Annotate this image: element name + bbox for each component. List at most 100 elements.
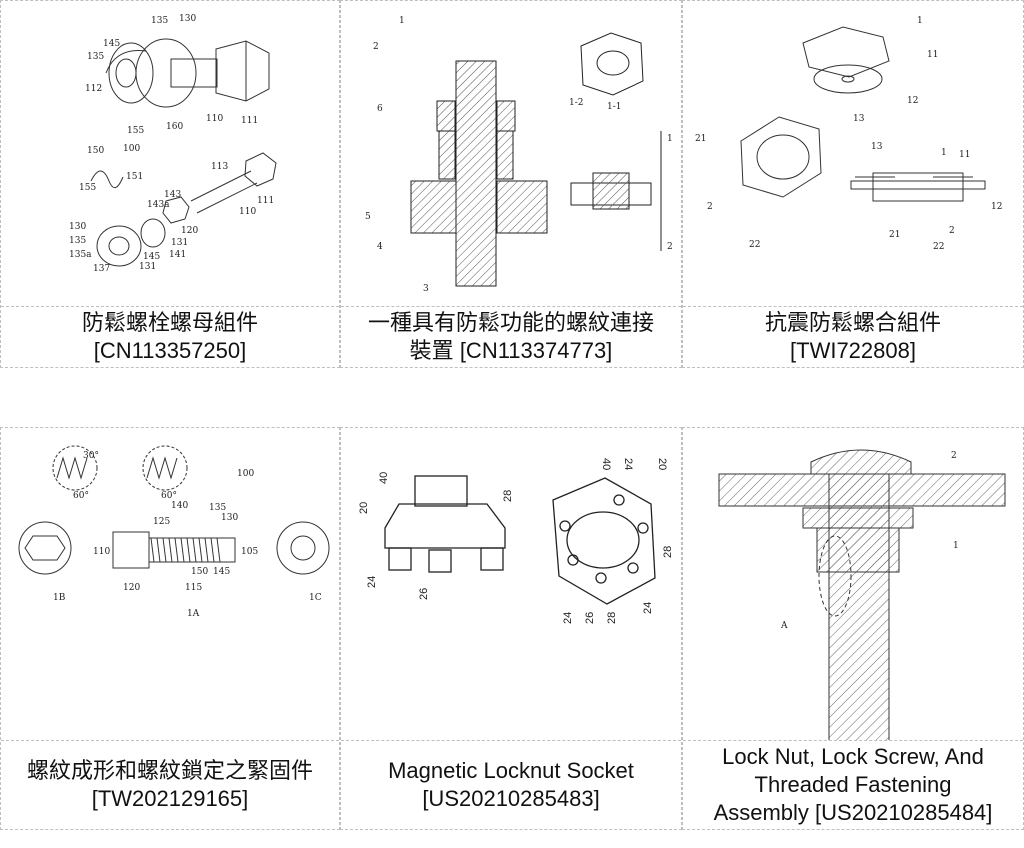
svg-text:1: 1 xyxy=(953,541,959,551)
patent-number: [US20210285483] xyxy=(422,786,600,811)
patent-title-line2: 裝置 xyxy=(409,338,454,363)
patent-card-us20210285484[interactable]: 2 1 A Lock Nut, Lock Screw, And Threaded… xyxy=(682,427,1024,830)
svg-text:28: 28 xyxy=(606,612,618,624)
lock-nut-screw-drawing: 2 1 A xyxy=(718,449,1006,740)
svg-text:100: 100 xyxy=(237,469,254,479)
patent-caption: Lock Nut, Lock Screw, And Threaded Faste… xyxy=(683,741,1023,829)
patent-figure-thread-forming-fastener: 30° 60° 60° 100 140 135 130 125 110 105 150 14… xyxy=(1,428,339,741)
svg-text:140: 140 xyxy=(171,501,188,511)
svg-text:40: 40 xyxy=(378,472,390,484)
svg-text:110: 110 xyxy=(93,547,110,557)
svg-text:6: 6 xyxy=(377,104,383,114)
svg-text:150: 150 xyxy=(191,567,208,577)
svg-text:1: 1 xyxy=(941,148,947,158)
patent-number: [TWI722808] xyxy=(790,338,916,363)
patent-number: [TW202129165] xyxy=(91,786,249,811)
svg-text:2: 2 xyxy=(707,202,713,212)
svg-text:1B: 1B xyxy=(53,593,66,603)
svg-text:13: 13 xyxy=(853,114,865,124)
svg-text:2: 2 xyxy=(667,242,673,252)
svg-text:60°: 60° xyxy=(161,491,177,501)
patent-title: Lock Nut, Lock Screw, And xyxy=(722,744,984,769)
svg-text:143: 143 xyxy=(164,190,181,200)
patent-caption: 抗震防鬆螺合組件 [TWI722808] xyxy=(683,307,1023,367)
svg-text:110: 110 xyxy=(206,114,223,124)
svg-text:137: 137 xyxy=(93,264,110,274)
patent-title: 防鬆螺栓螺母組件 xyxy=(81,310,258,335)
svg-text:155: 155 xyxy=(127,126,144,136)
svg-text:26: 26 xyxy=(584,612,596,624)
svg-text:21: 21 xyxy=(889,230,900,240)
locknut-socket-drawing: 40 20 28 24 26 40 24 20 28 24 26 28 24 xyxy=(358,458,674,624)
patent-number: [CN113357250] xyxy=(93,338,247,363)
svg-text:145: 145 xyxy=(143,252,160,262)
svg-text:24: 24 xyxy=(366,576,378,588)
patent-card-us20210285483[interactable]: 40 20 28 24 26 40 24 20 28 24 26 28 24 M… xyxy=(340,427,682,830)
svg-text:100: 100 xyxy=(123,144,140,154)
svg-text:135: 135 xyxy=(209,503,226,513)
svg-text:145: 145 xyxy=(103,39,120,49)
svg-text:113: 113 xyxy=(211,162,228,172)
patent-caption: 防鬆螺栓螺母組件 [CN113357250] xyxy=(1,307,339,367)
patent-card-tw202129165[interactable]: 30° 60° 60° 100 140 135 130 125 110 105 150 14… xyxy=(0,427,340,830)
patent-title-line2: Threaded Fastening xyxy=(754,772,952,797)
svg-text:111: 111 xyxy=(257,196,274,206)
svg-text:5: 5 xyxy=(365,212,371,222)
svg-text:135: 135 xyxy=(69,236,86,246)
svg-text:1-1: 1-1 xyxy=(607,102,622,112)
svg-text:135a: 135a xyxy=(69,250,92,260)
svg-text:130: 130 xyxy=(179,14,196,24)
svg-text:1A: 1A xyxy=(187,609,200,619)
svg-text:115: 115 xyxy=(185,583,202,593)
svg-text:145: 145 xyxy=(213,567,230,577)
svg-text:105: 105 xyxy=(241,547,258,557)
svg-text:135: 135 xyxy=(87,52,104,62)
thread-forming-drawing: 30° 60° 60° 100 140 135 130 125 110 105 150 14… xyxy=(18,445,330,619)
svg-text:2: 2 xyxy=(951,451,957,461)
patent-title-line3: Assembly [US20210285484] xyxy=(713,800,993,825)
svg-text:3: 3 xyxy=(423,284,429,294)
svg-text:110: 110 xyxy=(239,207,256,217)
svg-text:12: 12 xyxy=(991,202,1002,212)
svg-text:4: 4 xyxy=(377,242,383,252)
svg-text:1: 1 xyxy=(667,134,673,144)
svg-text:2: 2 xyxy=(949,226,955,236)
svg-text:22: 22 xyxy=(749,240,760,250)
svg-text:24: 24 xyxy=(642,602,654,614)
svg-text:120: 120 xyxy=(123,583,140,593)
svg-text:143a: 143a xyxy=(147,200,170,210)
svg-text:1C: 1C xyxy=(309,593,322,603)
svg-text:150: 150 xyxy=(87,146,104,156)
svg-text:130: 130 xyxy=(69,222,86,232)
patent-figure-lock-nut-screw: 2 1 A xyxy=(683,428,1023,741)
svg-text:1-2: 1-2 xyxy=(569,98,584,108)
svg-text:11: 11 xyxy=(927,50,938,60)
svg-text:1: 1 xyxy=(917,16,923,26)
svg-text:125: 125 xyxy=(153,517,170,527)
patent-caption: 螺紋成形和螺紋鎖定之緊固件 [TW202129165] xyxy=(1,741,339,829)
svg-text:A: A xyxy=(780,621,788,631)
svg-text:20: 20 xyxy=(656,458,668,470)
svg-text:40: 40 xyxy=(600,458,612,470)
svg-text:26: 26 xyxy=(418,588,430,600)
patent-title-line2-and-number: 裝置 [CN113374773] xyxy=(410,337,613,365)
svg-text:130: 130 xyxy=(221,513,238,523)
patent-figure-magnetic-locknut-socket: 40 20 28 24 26 40 24 20 28 24 26 28 24 xyxy=(341,428,681,741)
svg-text:151: 151 xyxy=(126,172,143,182)
svg-text:30°: 30° xyxy=(83,451,99,461)
svg-text:155: 155 xyxy=(79,183,96,193)
svg-text:60°: 60° xyxy=(73,491,89,501)
svg-text:131: 131 xyxy=(171,238,188,248)
patent-title: 一種具有防鬆功能的螺紋連接 xyxy=(367,310,654,335)
svg-text:22: 22 xyxy=(933,242,944,252)
svg-text:24: 24 xyxy=(622,458,634,470)
